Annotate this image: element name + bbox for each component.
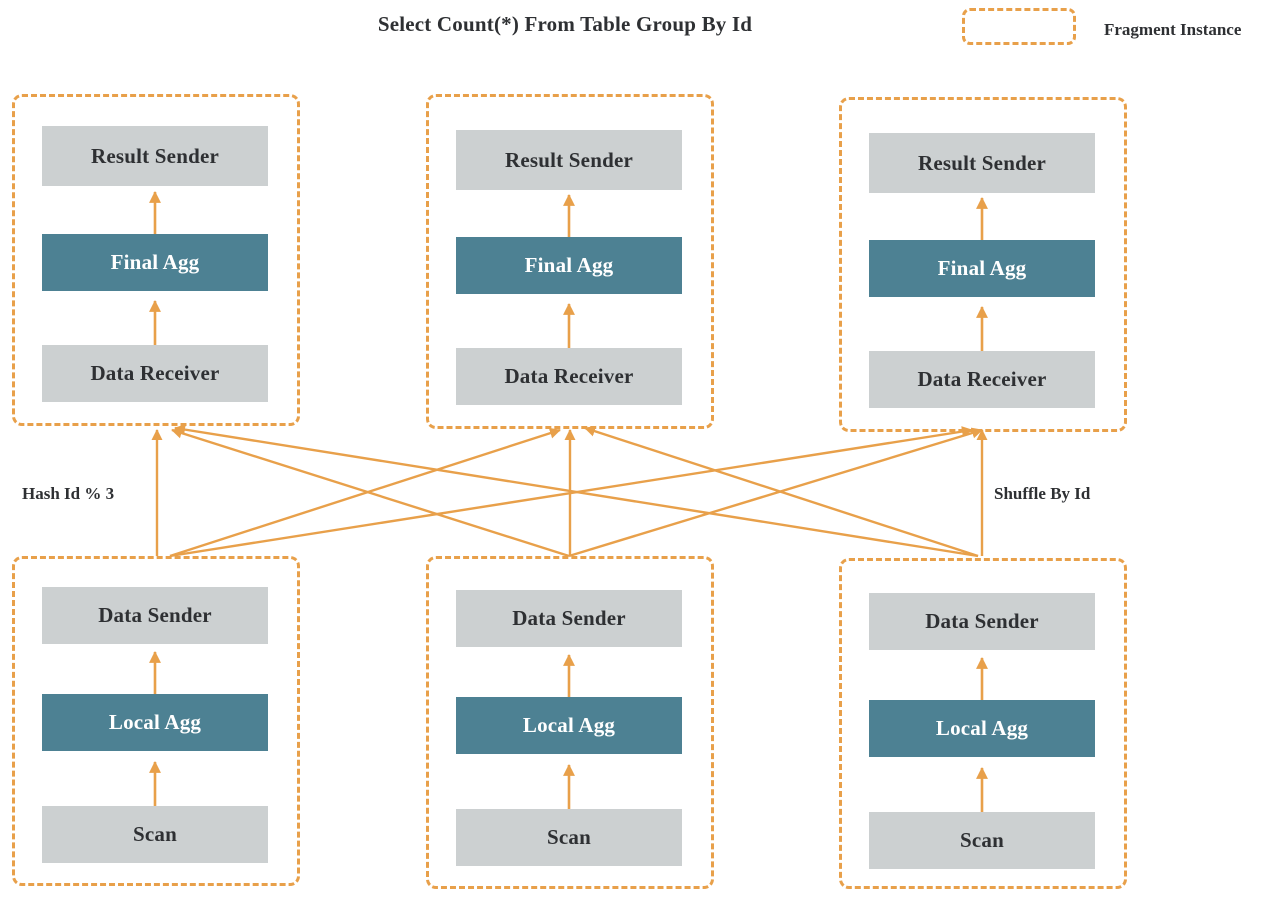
- fragment-instance-lower-3[interactable]: [839, 558, 1127, 889]
- shuffle-edge-l1-u2: [169, 427, 561, 558]
- shuffle-edge-l2-u1: [171, 427, 570, 558]
- shuffle-edge-l2-u3: [568, 427, 983, 558]
- edge-label-hash-id: Hash Id % 3: [22, 484, 115, 503]
- shuffle-edge-l3-u2: [584, 425, 979, 558]
- operator-result-sender-2[interactable]: Result Sender: [456, 130, 682, 190]
- operator-data-receiver-3[interactable]: Data Receiver: [869, 351, 1095, 408]
- fragment-instance-lower-2[interactable]: [426, 556, 714, 889]
- operator-data-receiver-1[interactable]: Data Receiver: [42, 345, 268, 402]
- shuffle-edge-l3-u1: [174, 424, 979, 558]
- edge-label-shuffle-by-id: Shuffle By Id: [994, 484, 1091, 503]
- operator-data-receiver-2[interactable]: Data Receiver: [456, 348, 682, 405]
- fragment-instance-upper-3[interactable]: [839, 97, 1127, 432]
- operator-scan-1[interactable]: Scan: [42, 806, 268, 863]
- operator-data-sender-3[interactable]: Data Sender: [869, 593, 1095, 650]
- operator-result-sender-3[interactable]: Result Sender: [869, 133, 1095, 193]
- operator-scan-2[interactable]: Scan: [456, 809, 682, 866]
- legend-label-fragment-instance: Fragment Instance: [1104, 20, 1242, 39]
- operator-data-sender-2[interactable]: Data Sender: [456, 590, 682, 647]
- operator-final-agg-3[interactable]: Final Agg: [869, 240, 1095, 297]
- operator-scan-3[interactable]: Scan: [869, 812, 1095, 869]
- operator-local-agg-2[interactable]: Local Agg: [456, 697, 682, 754]
- fragment-instance-upper-2[interactable]: [426, 94, 714, 429]
- fragment-instance-upper-1[interactable]: [12, 94, 300, 426]
- operator-result-sender-1[interactable]: Result Sender: [42, 126, 268, 186]
- page-title: Select Count(*) From Table Group By Id: [377, 12, 753, 36]
- fragment-instance-lower-1[interactable]: [12, 556, 300, 886]
- operator-local-agg-1[interactable]: Local Agg: [42, 694, 268, 751]
- operator-final-agg-1[interactable]: Final Agg: [42, 234, 268, 291]
- operator-final-agg-2[interactable]: Final Agg: [456, 237, 682, 294]
- operator-data-sender-1[interactable]: Data Sender: [42, 587, 268, 644]
- operator-local-agg-3[interactable]: Local Agg: [869, 700, 1095, 757]
- legend-swatch-fragment-instance: [962, 8, 1076, 45]
